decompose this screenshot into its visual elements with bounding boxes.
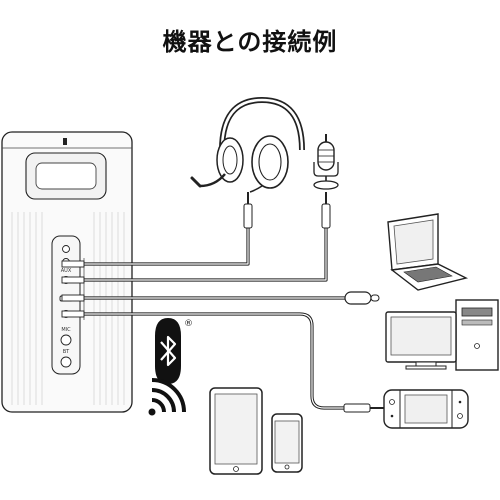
headset-plug	[243, 192, 253, 229]
panel-label-mic: MIC	[61, 327, 71, 333]
panel-label-bt: BT	[63, 349, 70, 355]
diagram-title: 機器との接続例	[162, 28, 338, 56]
smartphone-icon	[271, 413, 303, 473]
console-plug	[343, 403, 384, 413]
speaker-unit: AUX MIC BT	[1, 131, 133, 413]
desktop-pc-icon	[385, 299, 499, 371]
laptop-icon	[387, 213, 469, 291]
game-console-icon	[383, 389, 469, 429]
registered-mark: ®	[184, 319, 193, 329]
panel-label-aux: AUX	[61, 268, 72, 274]
microphone-plug	[321, 192, 331, 229]
speaker-plugs	[61, 258, 85, 320]
wireless-signal-icon	[148, 378, 186, 416]
cables	[70, 228, 345, 410]
usb-plug	[344, 291, 380, 305]
microphone-icon	[313, 134, 339, 190]
tablet-icon	[209, 387, 263, 475]
headset-icon	[190, 96, 305, 193]
bluetooth-icon	[155, 318, 181, 384]
